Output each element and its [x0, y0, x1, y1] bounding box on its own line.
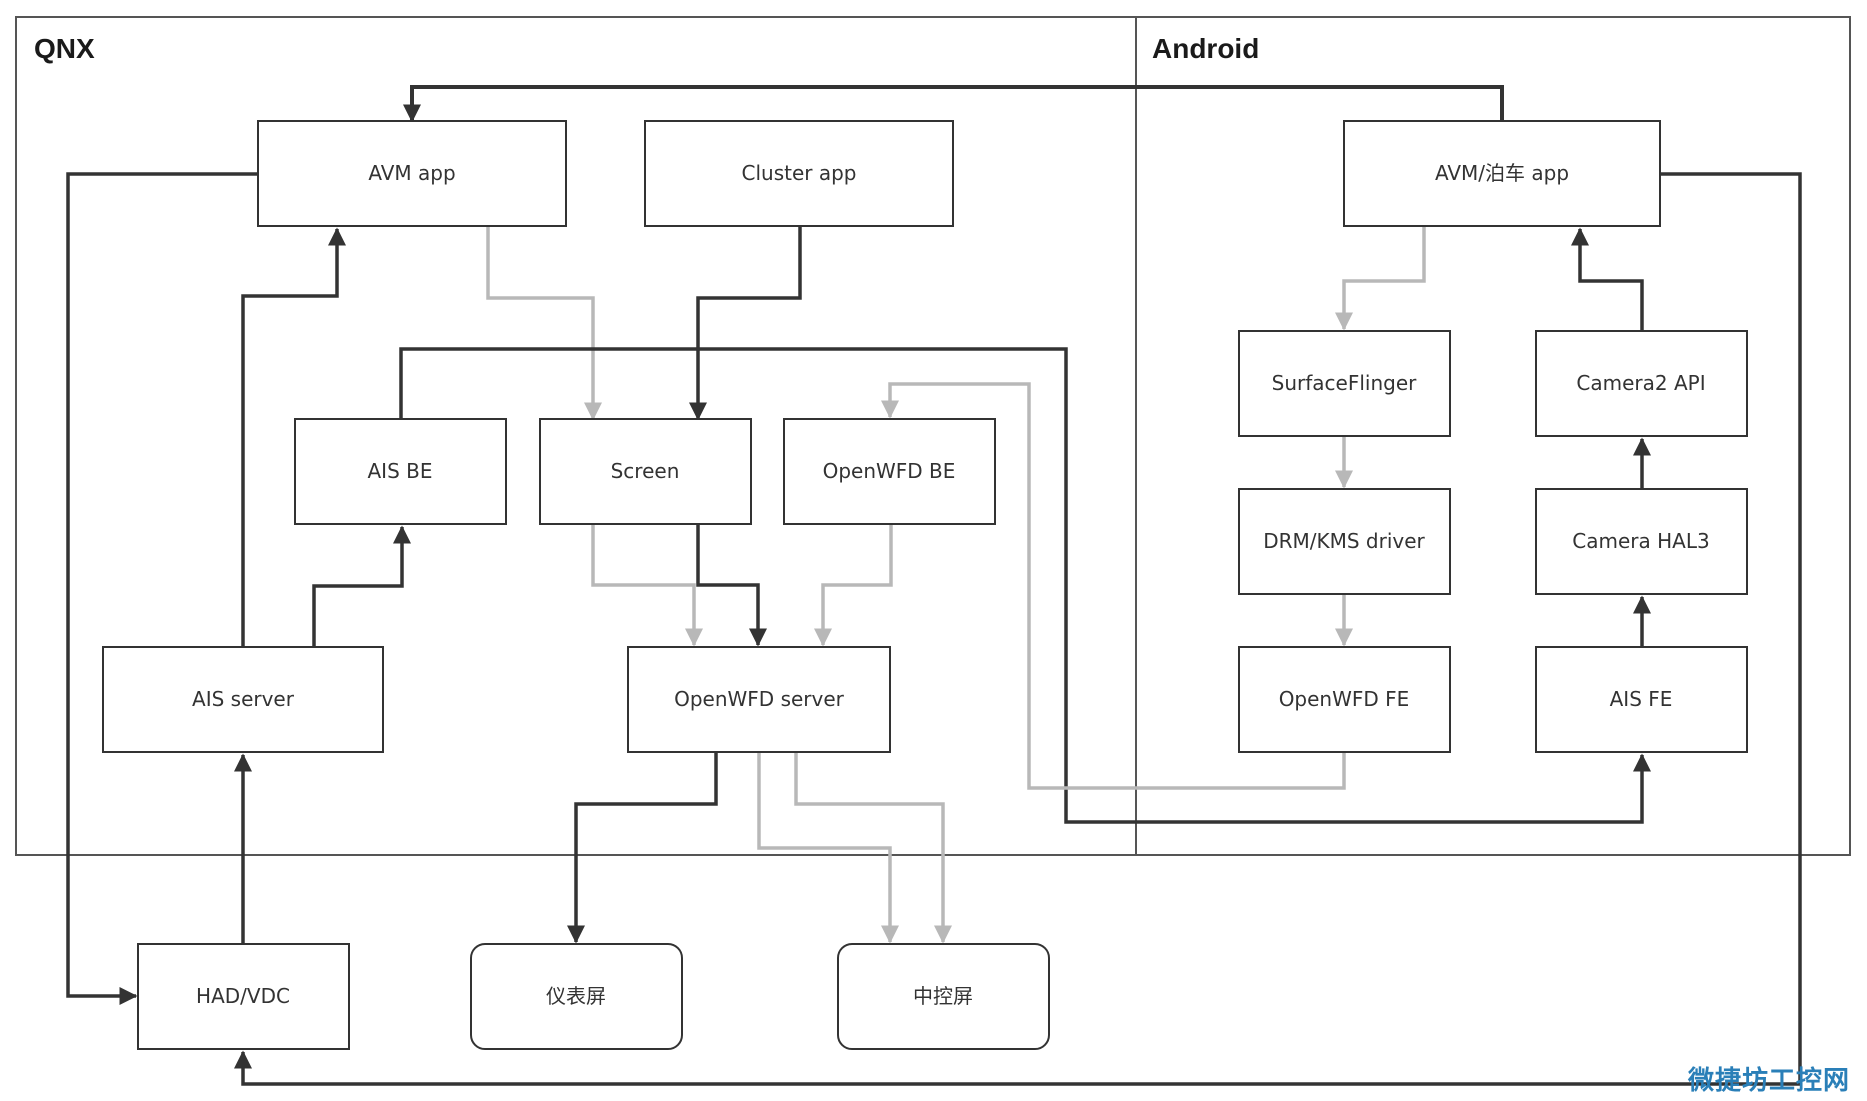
android-section-frame: [1135, 16, 1851, 856]
arrow-avm-app-to-had-vdc: [66, 172, 258, 1005]
node-center-screen-label: 中控屏: [913, 984, 973, 1008]
node-openwfd-fe: OpenWFD FE: [1238, 646, 1451, 753]
node-instrument-screen: 仪表屏: [470, 943, 683, 1050]
qnx-section-title: QNX: [34, 33, 95, 64]
node-surfaceflinger-label: SurfaceFlinger: [1272, 371, 1417, 395]
node-camera-hal3: Camera HAL3: [1535, 488, 1748, 595]
watermark: 微捷坊工控网: [1687, 1065, 1850, 1096]
node-had-vdc-label: HAD/VDC: [196, 984, 290, 1008]
node-instrument-screen-label: 仪表屏: [546, 984, 606, 1008]
arrow-openwfd-server-to-center-1: [757, 752, 899, 944]
node-ais-server: AIS server: [102, 646, 384, 753]
arrow-cluster-to-screen: [689, 227, 802, 421]
node-openwfd-server: OpenWFD server: [627, 646, 891, 753]
node-camera-hal3-label: Camera HAL3: [1572, 529, 1709, 553]
node-drm-kms-driver-label: DRM/KMS driver: [1263, 529, 1425, 553]
arrow-avm-parking-to-surfaceflinger: [1335, 227, 1426, 331]
node-ais-be-label: AIS BE: [368, 459, 433, 483]
node-had-vdc: HAD/VDC: [137, 943, 350, 1050]
node-drm-kms-driver: DRM/KMS driver: [1238, 488, 1451, 595]
node-camera2-api: Camera2 API: [1535, 330, 1748, 437]
node-cluster-app-label: Cluster app: [742, 161, 857, 185]
node-openwfd-be-label: OpenWFD BE: [823, 459, 956, 483]
node-center-screen: 中控屏: [837, 943, 1050, 1050]
node-screen: Screen: [539, 418, 752, 525]
node-openwfd-be: OpenWFD BE: [783, 418, 996, 525]
node-cluster-app: Cluster app: [644, 120, 954, 227]
arrow-ais-server-to-ais-be: [312, 525, 411, 647]
node-ais-server-label: AIS server: [192, 687, 295, 711]
arrow-openwfd-server-to-center-2: [794, 752, 952, 944]
arrow-ais-server-to-avm-app: [241, 227, 346, 647]
node-avm-parking-app: AVM/泊车 app: [1343, 120, 1661, 227]
arrow-openwfd-server-to-instrument: [567, 752, 718, 944]
arrow-screen-to-openwfd-server-light: [591, 524, 703, 647]
node-avm-app-label: AVM app: [368, 161, 455, 185]
node-screen-label: Screen: [611, 459, 680, 483]
arrow-avm-app-to-screen: [486, 227, 602, 421]
nodes: AVM app Cluster app AVM/泊车 app AIS BE Sc…: [102, 120, 1748, 1050]
android-section-title: Android: [1152, 33, 1259, 64]
node-ais-fe-label: AIS FE: [1610, 687, 1673, 711]
arrow-avm-parking-to-avm-app: [403, 85, 1504, 123]
arrow-screen-to-openwfd-server-dark: [696, 524, 767, 647]
arrow-openwfd-be-to-openwfd-server: [814, 524, 893, 647]
arrow-ais-be-to-ais-fe: [399, 347, 1651, 824]
node-avm-app: AVM app: [257, 120, 567, 227]
arrow-camera2-to-avm-parking: [1571, 227, 1644, 331]
node-openwfd-fe-label: OpenWFD FE: [1279, 687, 1410, 711]
arrow-openwfd-fe-to-openwfd-be: [881, 382, 1346, 790]
node-avm-parking-app-label: AVM/泊车 app: [1435, 161, 1569, 185]
node-ais-be: AIS BE: [294, 418, 507, 525]
arrow-avm-parking-to-had-vdc: [234, 172, 1802, 1086]
node-openwfd-server-label: OpenWFD server: [674, 687, 845, 711]
node-camera2-api-label: Camera2 API: [1576, 371, 1705, 395]
connectors: [66, 85, 1802, 1086]
node-ais-fe: AIS FE: [1535, 646, 1748, 753]
node-surfaceflinger: SurfaceFlinger: [1238, 330, 1451, 437]
